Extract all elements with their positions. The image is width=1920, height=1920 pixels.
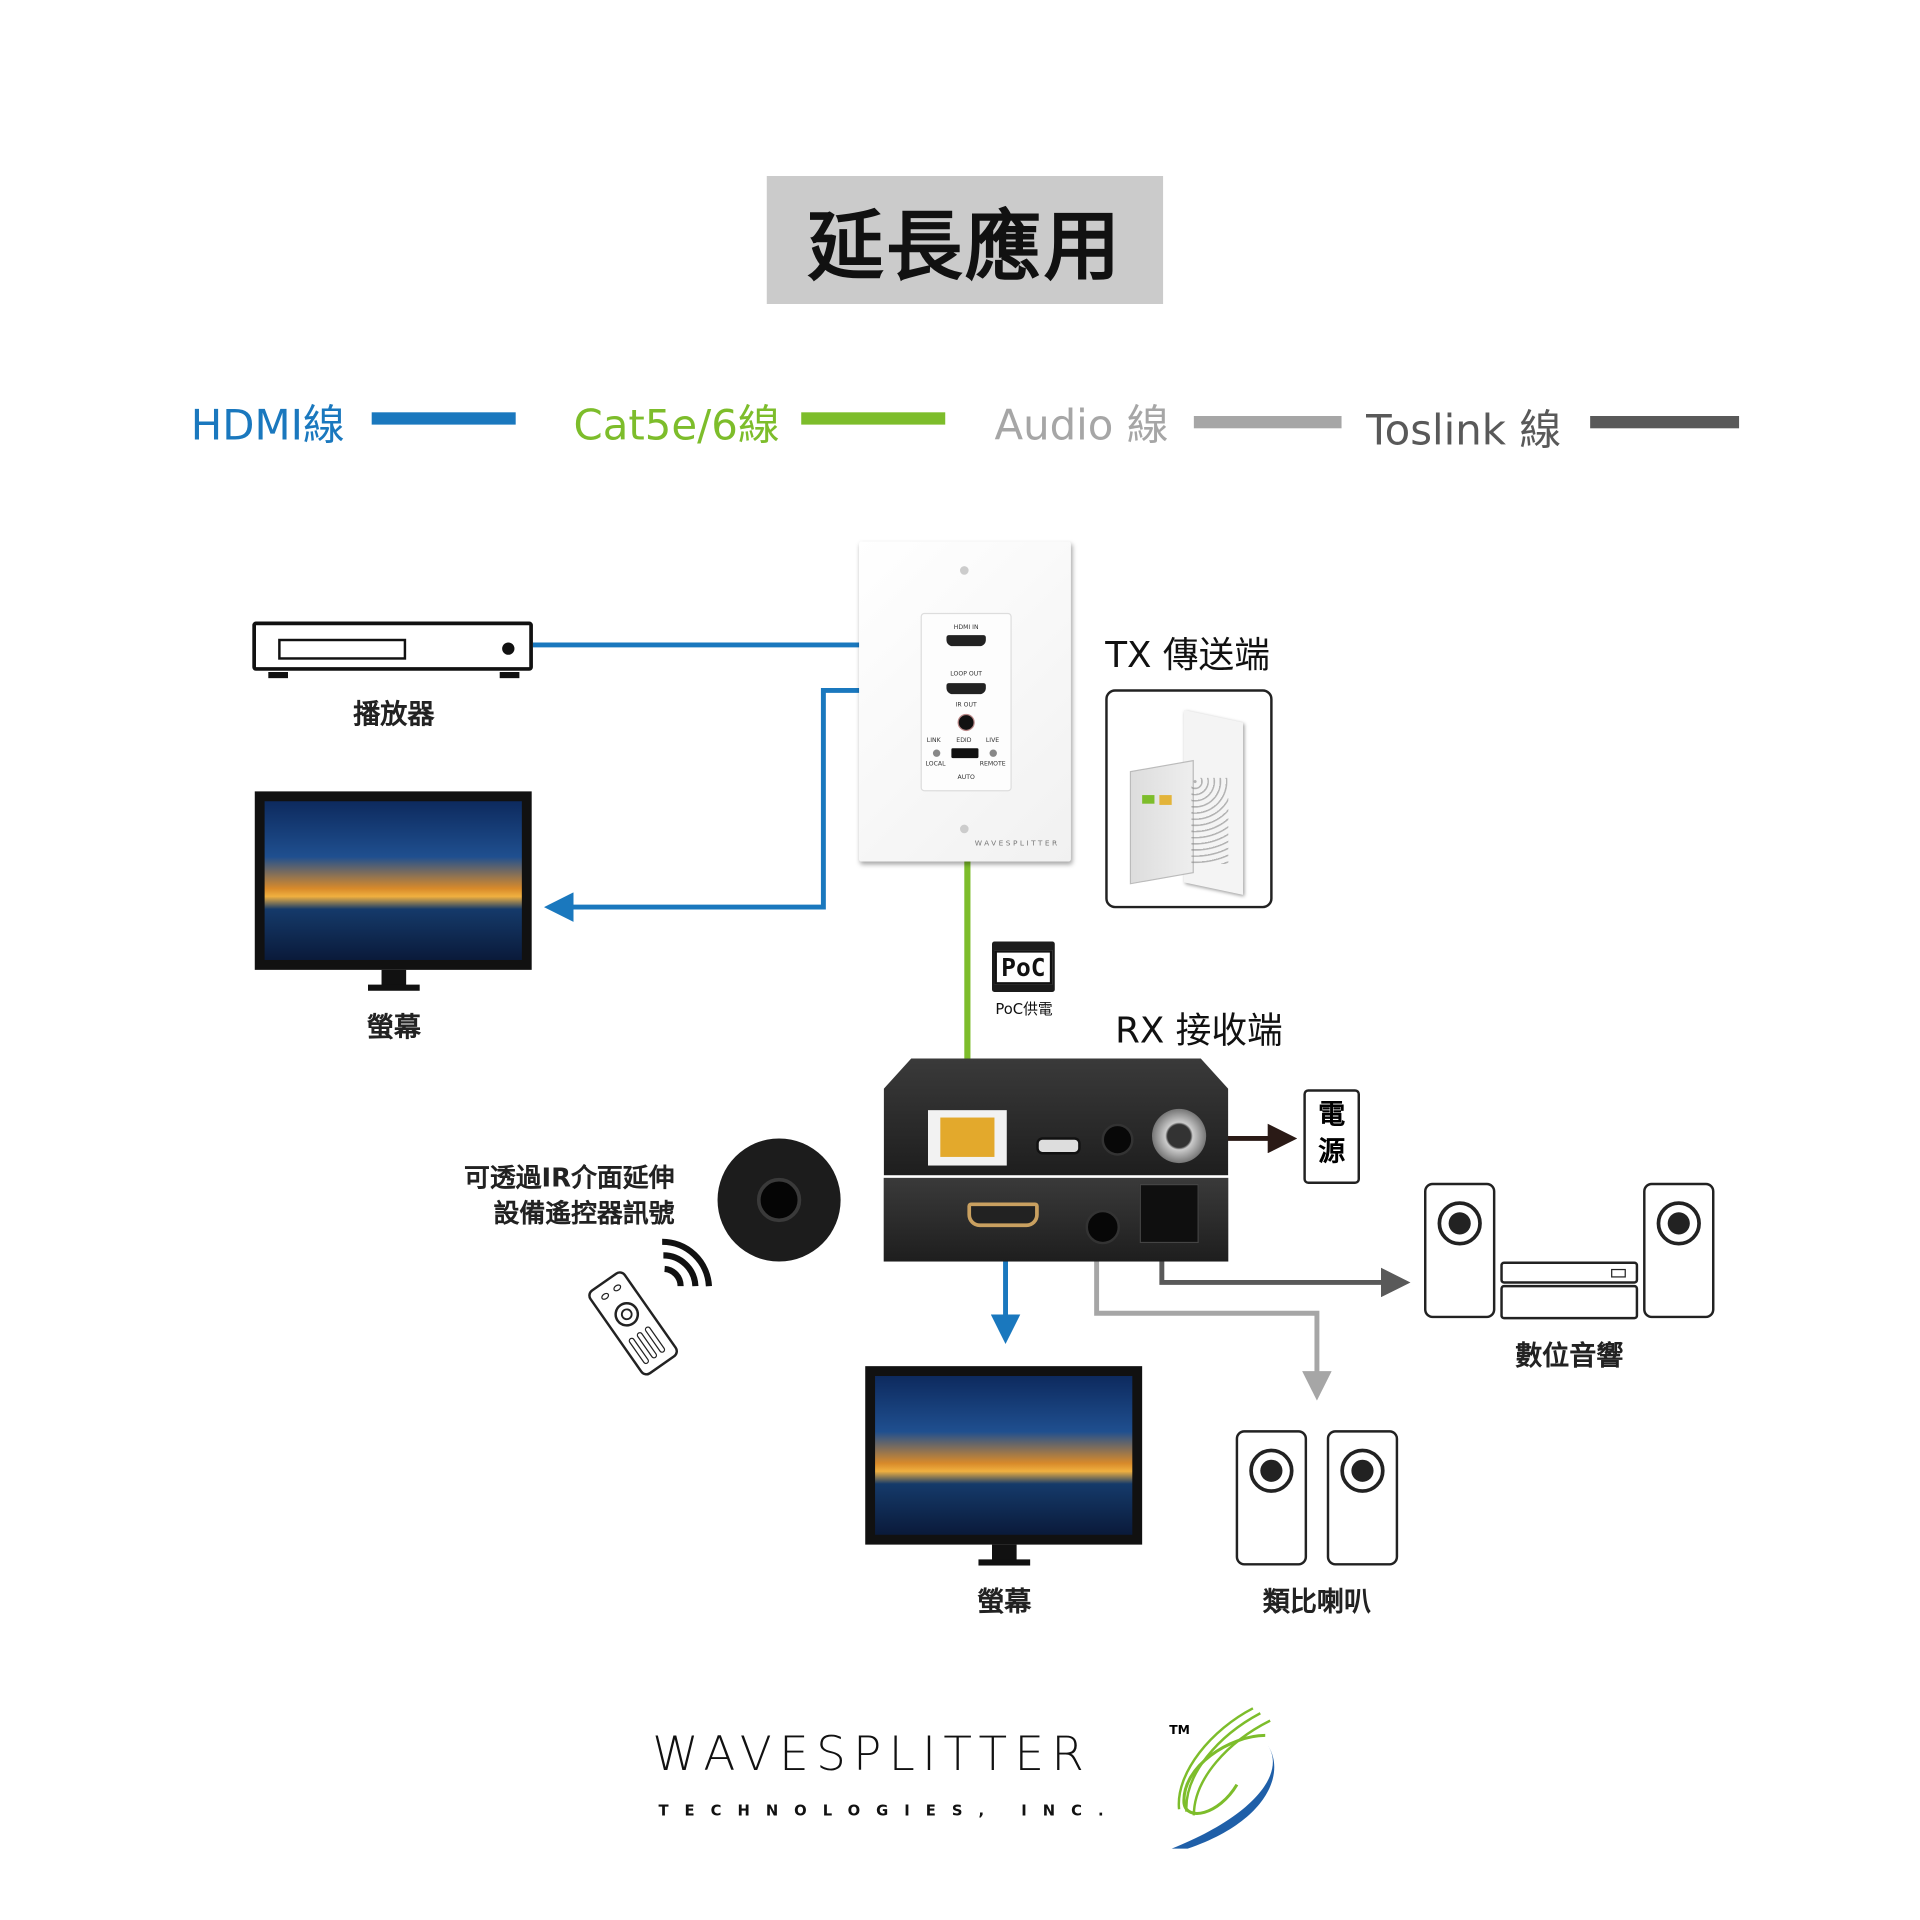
poc-icon: PoC [992, 941, 1055, 993]
rx-device-upper [883, 1058, 1229, 1176]
monitor-stand [992, 1544, 1017, 1562]
live-led [989, 749, 997, 757]
link-label: LINK [926, 737, 941, 745]
tx-monitor-label: 螢幕 [366, 1012, 421, 1044]
hdmi-in-label: HDMI IN [953, 624, 979, 632]
remote-label: REMOTE [979, 760, 1006, 769]
loop-out-label: LOOP OUT [950, 670, 982, 679]
ir-description: 可透過IR介面延伸 設備遙控器訊號 [369, 1161, 674, 1232]
monitor-base [978, 1559, 1031, 1566]
ir-out-label: IR OUT [955, 701, 977, 709]
rx-monitor-image [865, 1366, 1143, 1545]
legend-hdmi-label: HDMI線 [190, 401, 345, 451]
power-label-1: 電 [1318, 1100, 1346, 1132]
remote-control-icon [588, 1238, 712, 1376]
digital-audio-label: 數位音響 [1515, 1341, 1624, 1373]
ir-port-closeup-image [717, 1138, 841, 1262]
ir-port [1101, 1123, 1134, 1156]
player-device-icon [252, 621, 533, 679]
tx-monitor-image [254, 791, 532, 970]
poc-badge-text: PoC [995, 949, 1052, 985]
tx-wallplate-image: HDMI IN LOOP OUT IR OUT LINK EDID LIVE L… [859, 541, 1071, 862]
rx-label: RX 接收端 [1115, 1009, 1283, 1052]
signal-wave-icon [664, 1265, 684, 1287]
logo-swoosh-icon [1171, 1707, 1275, 1849]
legend-toslink-label: Toslink 線 [1366, 406, 1562, 456]
power-label-2: 源 [1318, 1137, 1346, 1169]
live-label: LIVE [985, 737, 1000, 745]
legend-audio-line [1193, 416, 1342, 429]
audio-line-rx-to-speakers [1094, 1249, 1332, 1401]
analog-speakers-label: 類比喇叭 [1262, 1587, 1372, 1619]
dc-power-jack [1152, 1108, 1207, 1164]
local-label: LOCAL [925, 760, 946, 769]
ir-description-line1: 可透過IR介面延伸 [464, 1163, 675, 1193]
logo-tm: TM [1169, 1724, 1190, 1738]
loop-out-port [946, 683, 986, 695]
monitor-base [368, 984, 420, 991]
legend-audio-label: Audio 線 [994, 401, 1169, 451]
toslink-port [1139, 1184, 1199, 1244]
rx-monitor-label: 螢幕 [977, 1587, 1032, 1619]
logo-wordmark: WAVESPLITTER [652, 1726, 1092, 1781]
analog-speaker-right-icon [1326, 1430, 1399, 1566]
player-label: 播放器 [353, 700, 435, 732]
poc-label: PoC供電 [995, 1000, 1053, 1018]
wallplate-brand: WAVESPLITTER [974, 839, 1060, 849]
monitor-stand [381, 969, 407, 988]
audio-out-port [1085, 1209, 1121, 1245]
rx-device-lower [883, 1177, 1229, 1262]
legend-hdmi-line [371, 412, 516, 425]
legend-cat-line [801, 412, 946, 425]
analog-speaker-left-icon [1235, 1430, 1308, 1566]
legend-toslink-line [1590, 416, 1740, 429]
audio-receiver-icon [1500, 1261, 1639, 1284]
rj45-port [928, 1110, 1007, 1166]
legend-cat-label: Cat5e/6線 [573, 401, 780, 451]
micro-usb-port [1036, 1137, 1081, 1155]
page-title: 延長應用 [766, 176, 1164, 305]
link-led [932, 749, 941, 757]
digital-speaker-left-icon [1424, 1182, 1496, 1319]
tx-installed-image [1105, 689, 1273, 909]
logo-subtitle: TECHNOLOGIES, INC. [658, 1801, 1120, 1820]
digital-speaker-right-icon [1643, 1182, 1715, 1319]
ir-description-line2: 設備遙控器訊號 [493, 1198, 675, 1229]
audio-amplifier-icon [1500, 1284, 1639, 1320]
ir-out-port [957, 713, 975, 732]
power-source-box: 電 源 [1303, 1089, 1361, 1185]
tx-label: TX 傳送端 [1105, 633, 1270, 676]
hdmi-in-port [946, 635, 986, 647]
auto-label: AUTO [957, 774, 975, 782]
edid-switch[interactable] [951, 748, 979, 759]
hdmi-out-port [967, 1202, 1039, 1228]
edid-label: EDID [956, 737, 972, 745]
